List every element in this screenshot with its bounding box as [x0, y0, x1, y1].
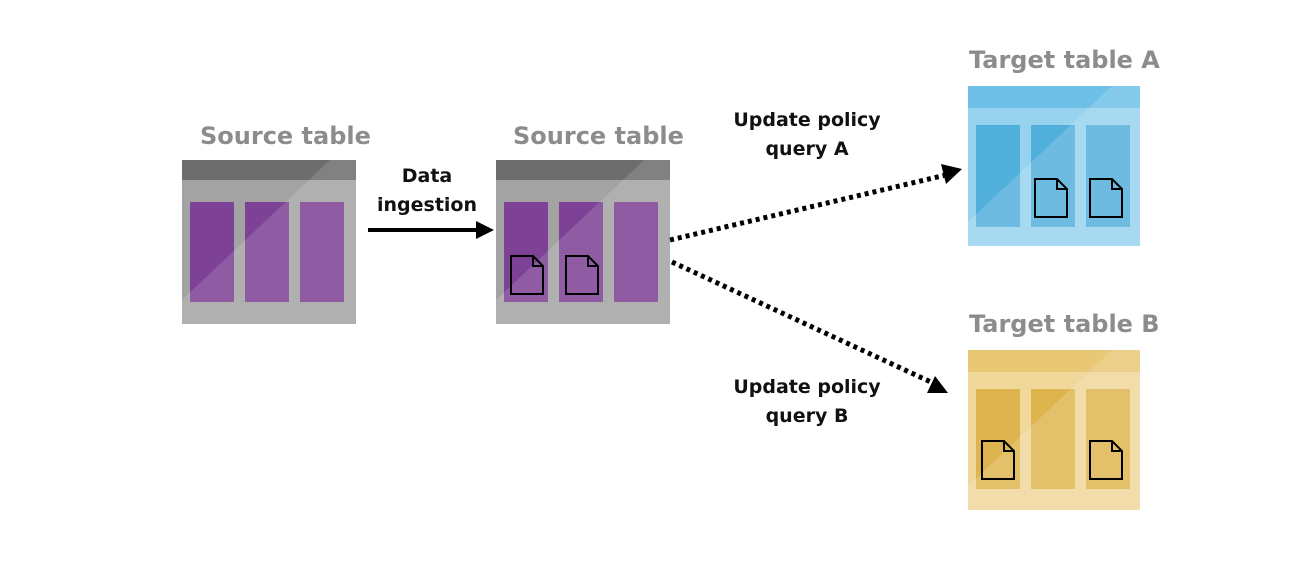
data-ingestion-line-2: ingestion — [376, 194, 477, 216]
arrow-head-icon — [941, 164, 962, 184]
source-table-1 — [182, 160, 356, 324]
arrow-head-icon — [927, 376, 948, 393]
arrow-head-icon — [476, 221, 494, 239]
update-policy-a-arrow — [669, 164, 962, 243]
source-table-1-title: Source table — [200, 122, 371, 150]
target-table-b — [968, 350, 1140, 510]
target-table-b-title: Target table B — [969, 310, 1160, 338]
target-table-b-column — [1031, 389, 1075, 489]
update-policy-b-caption: Update policy query B — [725, 373, 889, 431]
update-policy-a-line-2: query A — [765, 138, 849, 160]
source-table-1-column — [190, 202, 234, 302]
update-policy-a-line-1: Update policy — [733, 109, 881, 131]
target-table-a-title: Target table A — [969, 46, 1160, 74]
source-table-2-column — [614, 202, 658, 302]
data-ingestion-caption: Data ingestion — [367, 162, 487, 220]
source-table-1-column — [300, 202, 344, 302]
data-ingestion-line-1: Data — [401, 165, 453, 187]
source-table-2 — [496, 160, 670, 324]
source-table-1-column — [245, 202, 289, 302]
target-table-a — [968, 86, 1140, 246]
update-policy-b-line-2: query B — [765, 405, 849, 427]
update-policy-a-caption: Update policy query A — [725, 106, 889, 164]
target-table-b-column — [976, 389, 1020, 489]
source-table-2-title: Source table — [513, 122, 684, 150]
data-ingestion-arrow — [368, 221, 494, 239]
update-policy-b-arrow — [670, 259, 948, 393]
update-policy-b-line-1: Update policy — [733, 376, 881, 398]
target-table-a-column — [976, 125, 1020, 227]
